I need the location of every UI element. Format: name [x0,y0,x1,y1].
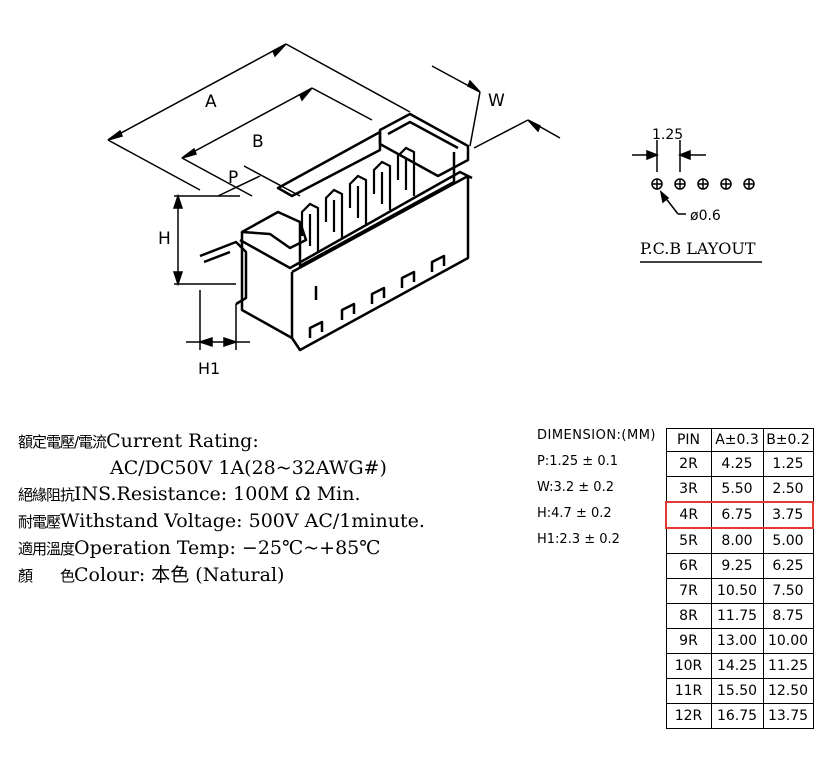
dim-label-a: A [205,92,217,112]
cell-a: 8.00 [710,527,764,554]
cell-b: 12.50 [762,678,814,704]
cell-b: 3.75 [762,501,814,529]
cell-pin: 2R [665,451,712,477]
electrical-specs: 額定電壓/電流Current Rating: AC/DC50V 1A(28~32… [18,428,518,589]
dimension-lines [107,43,561,350]
cell-a: 5.50 [710,476,764,503]
cell-b: 7.50 [762,578,814,604]
spec-current-rating: 額定電壓/電流Current Rating: [18,430,259,452]
pcb-hole-label: ø0.6 [690,208,721,224]
dim-label-h: H [158,229,171,249]
pcb-pitch-label: 1.25 [652,127,683,143]
dimension-item: H:4.7 ± 0.2 [537,506,612,521]
cell-b: 1.25 [762,451,814,477]
cell-b: 10.00 [762,628,814,654]
connector-housing [199,112,473,352]
cell-pin: 5R [665,527,712,554]
cell-pin: 10R [665,653,712,679]
dimension-title: DIMENSION:(MM) [537,428,656,443]
dim-label-w: W [488,91,505,111]
cell-a: 14.25 [710,653,764,679]
cell-b: 11.25 [762,653,814,679]
connector-pins [300,146,416,252]
dimension-item: W:3.2 ± 0.2 [537,480,614,495]
dimension-item: H1:2.3 ± 0.2 [537,532,620,547]
dim-label-p: P [228,168,238,188]
cell-b: 13.75 [762,703,814,729]
cell-pin: 6R [665,553,712,579]
cell-pin: 9R [665,628,712,654]
cell-pin: 12R [665,703,712,729]
cell-pin: 4R [665,501,712,529]
header-a: A±0.3 [710,428,764,452]
spec-operation-temp: 適用溫度Operation Temp: −25℃~+85℃ [18,537,381,559]
cell-a: 16.75 [710,703,764,729]
header-b: B±0.2 [762,428,814,452]
connector-drawing: A B P H H1 W 1.25 ø0.6 P.C.B LAYOUT [107,43,762,378]
cell-a: 11.75 [710,603,764,629]
dimension-list: DIMENSION:(MM) P:1.25 ± 0.1 W:3.2 ± 0.2 … [537,428,656,553]
dim-label-h1: H1 [198,359,220,378]
dim-label-b: B [252,132,264,152]
cell-b: 6.25 [762,553,814,579]
cell-a: 6.75 [710,501,764,529]
cell-a: 15.50 [710,678,764,704]
dimension-item: P:1.25 ± 0.1 [537,454,618,469]
header-pin: PIN [665,428,712,452]
cell-b: 2.50 [762,476,814,503]
cell-pin: 11R [665,678,712,704]
cell-b: 8.75 [762,603,814,629]
cell-pin: 8R [665,603,712,629]
cell-a: 10.50 [710,578,764,604]
table-header-row: PIN A±0.3 B±0.2 [665,428,814,452]
pcb-layout: 1.25 ø0.6 P.C.B LAYOUT [632,127,762,263]
spec-colour: 顏 色Colour: 本色 (Natural) [18,564,285,586]
cell-b: 5.00 [762,527,814,554]
pcb-holes [651,178,755,190]
cell-a: 13.00 [710,628,764,654]
spec-rating-value: AC/DC50V 1A(28~32AWG#) [110,457,387,479]
cell-pin: 3R [665,476,712,503]
cell-pin: 7R [665,578,712,604]
pcb-layout-title: P.C.B LAYOUT [640,239,756,258]
cell-a: 9.25 [710,553,764,579]
spec-ins-resistance: 絕緣阻抗INS.Resistance: 100M Ω Min. [18,483,361,505]
spec-withstand-voltage: 耐電壓Withstand Voltage: 500V AC/1minute. [18,510,425,532]
cell-a: 4.25 [710,451,764,477]
